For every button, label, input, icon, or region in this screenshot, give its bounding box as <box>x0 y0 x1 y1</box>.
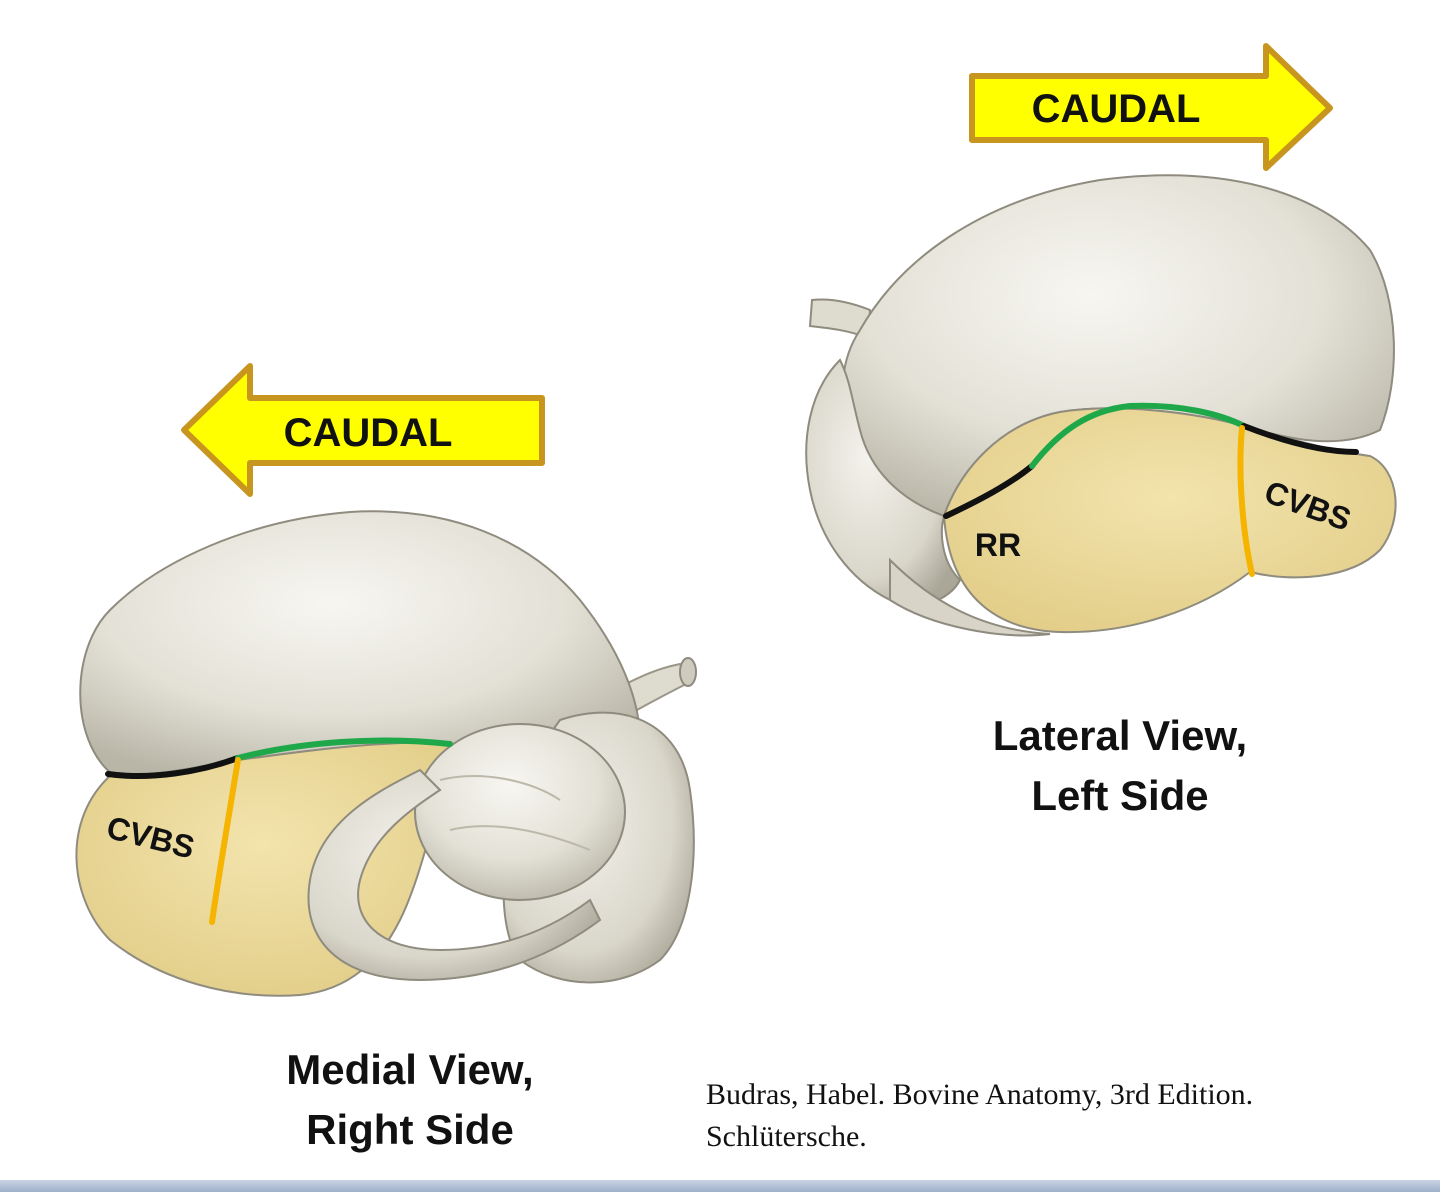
lateral-lower-lobe <box>889 557 1051 637</box>
medial-stomach-drawing: CVBS <box>75 510 697 997</box>
arrow-right-shape <box>969 43 1333 171</box>
medial-green-line <box>235 737 453 761</box>
citation-line1: Budras, Habel. Bovine Anatomy, 3rd Editi… <box>706 1078 1254 1111</box>
citation-line2: Schlütersche. <box>706 1120 867 1153</box>
lateral-tan-region <box>942 407 1397 634</box>
caudal-arrow-left: CAUDAL <box>181 363 545 497</box>
lateral-rr-label: RR <box>975 527 1021 563</box>
medial-black-line <box>105 755 241 779</box>
lateral-green-line <box>1029 402 1247 469</box>
lateral-black-line-left <box>943 463 1035 519</box>
arrow-right-label: CAUDAL <box>1032 87 1201 131</box>
lateral-view: CAUDAL RR CVBS <box>805 43 1397 637</box>
medial-title-line1: Medial View, <box>286 1046 534 1093</box>
round-sac <box>414 723 626 901</box>
source-citation: Budras, Habel. Bovine Anatomy, 3rd Editi… <box>706 1074 1406 1158</box>
arrow-left-shape <box>181 363 545 497</box>
curved-tube <box>307 768 602 982</box>
lateral-title-line2: Left Side <box>1031 772 1209 819</box>
window-bottom-bar <box>0 1180 1440 1192</box>
medial-view-title: Medial View, Right Side <box>180 1040 640 1160</box>
lateral-stomach-drawing: RR CVBS <box>805 174 1397 637</box>
lateral-title-line1: Lateral View, <box>992 712 1248 759</box>
caudal-arrow-right: CAUDAL <box>969 43 1333 171</box>
lateral-left-lobes <box>805 358 962 606</box>
lateral-black-line-right <box>1241 423 1359 455</box>
lateral-orange-line <box>1237 425 1255 577</box>
medial-view: CAUDAL CVBS <box>75 363 697 997</box>
medial-orange-line <box>209 757 241 925</box>
lateral-view-title: Lateral View, Left Side <box>890 706 1350 826</box>
arrow-left-label: CAUDAL <box>284 411 453 455</box>
medial-title-line2: Right Side <box>306 1106 514 1153</box>
